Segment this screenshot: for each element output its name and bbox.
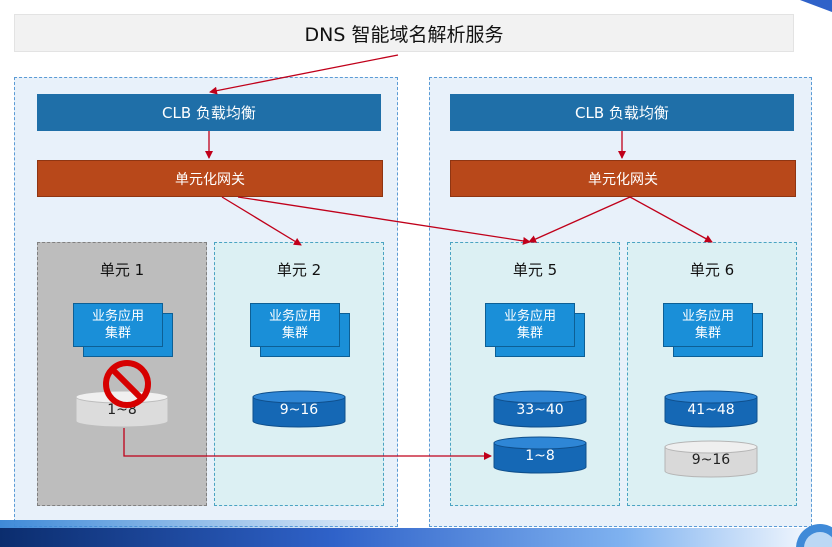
unit-1-cluster: 业务应用 集群 (73, 303, 163, 347)
unit-5-label: 单元 5 (512, 261, 558, 279)
dns-service-title: DNS 智能域名解析服务 (304, 23, 504, 46)
unit-1-cluster-line-2: 集群 (104, 326, 131, 341)
unit-6-db-2: 9~16 (664, 440, 758, 478)
dns-service-banner: DNS 智能域名解析服务 (14, 14, 794, 52)
corner-decoration-bottom (796, 524, 832, 547)
unit-1-label: 单元 1 (99, 261, 145, 279)
unit-2-label: 单元 2 (276, 261, 322, 279)
unit-6-db-1: 41~48 (664, 390, 758, 428)
right-clb-label: CLB 负载均衡 (575, 104, 669, 122)
right-gateway-box: 单元化网关 (450, 160, 796, 197)
left-gateway-label: 单元化网关 (175, 171, 245, 188)
unit-5-db-1-label: 33~40 (516, 402, 564, 418)
unit-6-cluster: 业务应用 集群 (663, 303, 753, 347)
unit-5-cluster: 业务应用 集群 (485, 303, 575, 347)
unit-2-cluster-line-2: 集群 (281, 326, 308, 341)
unit-5-cluster-line-2: 集群 (516, 326, 543, 341)
unit-1: 单元 1 (37, 242, 207, 506)
unit-2-db-label: 9~16 (279, 402, 319, 418)
right-clb-box: CLB 负载均衡 (450, 94, 794, 131)
left-gateway-box: 单元化网关 (37, 160, 383, 197)
unit-6-cluster-line-2: 集群 (694, 326, 721, 341)
unit-6-label: 单元 6 (689, 261, 735, 279)
unit-6-db-1-label: 41~48 (687, 402, 735, 418)
footer-accent (0, 520, 400, 530)
unit-5-cluster-line-1: 业务应用 (503, 309, 556, 324)
footer-band (0, 528, 832, 547)
unit-6-cluster-line-1: 业务应用 (681, 309, 734, 324)
left-clb-label: CLB 负载均衡 (162, 104, 256, 122)
unit-5-db-1-cylinder (493, 390, 587, 428)
unit-6-db-2-cylinder (664, 440, 758, 478)
prohibited-icon (103, 360, 151, 408)
unit-2-db: 9~16 (252, 390, 346, 428)
unit-2: 单元 2 (214, 242, 384, 506)
unit-5-db-2-label: 1~8 (525, 448, 555, 464)
unit-2-cluster-line-1: 业务应用 (268, 309, 321, 324)
corner-decoration-top (800, 0, 832, 12)
unit-5-db-1: 33~40 (493, 390, 587, 428)
unit-5-db-2: 1~8 (493, 436, 587, 474)
left-clb-box: CLB 负载均衡 (37, 94, 381, 131)
unit-1-cluster-line-1: 业务应用 (91, 309, 144, 324)
unit-5-db-2-cylinder (493, 436, 587, 474)
unit-6-db-1-cylinder (664, 390, 758, 428)
unit-2-db-cylinder (252, 390, 346, 428)
unit-2-cluster: 业务应用 集群 (250, 303, 340, 347)
right-gateway-label: 单元化网关 (588, 171, 658, 188)
unit-6-db-2-label: 9~16 (691, 452, 731, 468)
